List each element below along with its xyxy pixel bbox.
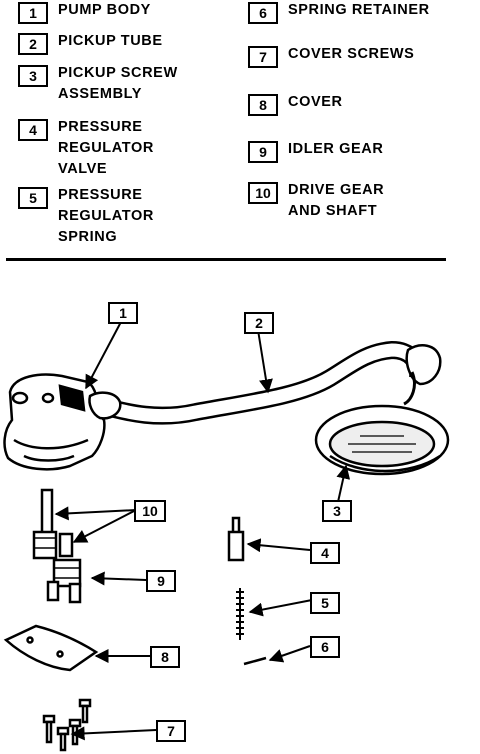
regulator-spring	[236, 588, 244, 640]
legend-number: 4	[18, 119, 48, 141]
pickup-tube	[88, 340, 442, 425]
legend-number: 5	[18, 187, 48, 209]
callout-3: 3	[322, 500, 352, 522]
callout-9: 9	[146, 570, 176, 592]
legend-item-8: 8 COVER	[248, 94, 343, 116]
legend-label: COVER SCREWS	[288, 46, 415, 62]
callout-8: 8	[150, 646, 180, 668]
legend-number: 1	[18, 2, 48, 24]
legend-label: COVER	[288, 94, 343, 110]
legend-label: IDLER GEAR	[288, 141, 384, 157]
callout-4: 4	[310, 542, 340, 564]
legend-number: 10	[248, 182, 278, 204]
callout-10: 10	[134, 500, 166, 522]
legend-label: PUMP BODY	[58, 2, 151, 18]
legend-item-4: 4 PRESSURE REGULATOR VALVE	[18, 119, 154, 180]
legend-item-1: 1 PUMP BODY	[18, 2, 151, 24]
legend-item-6: 6 SPRING RETAINER	[248, 2, 430, 24]
legend-item-7: 7 COVER SCREWS	[248, 46, 414, 68]
legend-item-5: 5 PRESSURE REGULATOR SPRING	[18, 187, 154, 248]
legend-item-9: 9 IDLER GEAR	[248, 141, 383, 163]
pump-cover	[3, 624, 99, 672]
legend-number: 3	[18, 65, 48, 87]
callout-5: 5	[310, 592, 340, 614]
callout-2: 2	[244, 312, 274, 334]
callout-7: 7	[156, 720, 186, 742]
legend-number: 2	[18, 33, 48, 55]
legend-label: PICKUP SCREW ASSEMBLY	[58, 65, 178, 102]
legend-item-2: 2 PICKUP TUBE	[18, 33, 163, 55]
leader-lines	[54, 319, 351, 741]
legend-number: 8	[248, 94, 278, 116]
legend-number: 7	[248, 46, 278, 68]
gears	[32, 488, 82, 604]
cover-screws	[42, 698, 92, 752]
callout-6: 6	[310, 636, 340, 658]
legend-label: PICKUP TUBE	[58, 33, 163, 49]
pickup-screen	[314, 404, 450, 476]
legend-label: PRESSURE REGULATOR VALVE	[58, 119, 154, 177]
divider-line	[6, 258, 446, 261]
legend-item-10: 10 DRIVE GEAR AND SHAFT	[248, 182, 384, 222]
regulator-valve	[227, 516, 245, 562]
legend-number: 6	[248, 2, 278, 24]
spring-retainer	[243, 656, 267, 666]
legend-label: PRESSURE REGULATOR SPRING	[58, 187, 154, 245]
callout-1: 1	[108, 302, 138, 324]
legend-number: 9	[248, 141, 278, 163]
legend-label: SPRING RETAINER	[288, 2, 430, 18]
legend-label: DRIVE GEAR AND SHAFT	[288, 182, 385, 219]
legend-item-3: 3 PICKUP SCREW ASSEMBLY	[18, 65, 178, 105]
pump-body	[3, 373, 106, 471]
